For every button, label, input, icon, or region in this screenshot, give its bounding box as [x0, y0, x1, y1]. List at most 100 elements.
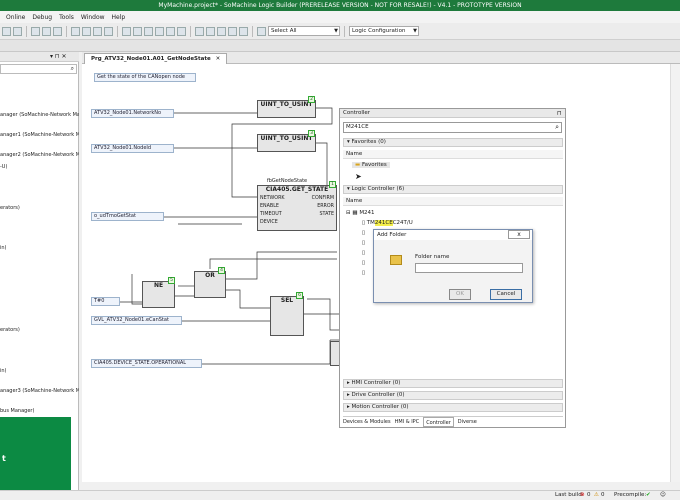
tree-item[interactable]: erators)	[0, 205, 20, 211]
section-drive-controller[interactable]: ▸ Drive Controller (0)	[343, 391, 563, 400]
tab-controller[interactable]: Controller	[423, 417, 454, 427]
or-block[interactable]: OR	[194, 271, 226, 298]
toolbar-icon[interactable]	[217, 26, 226, 36]
folder-name-input[interactable]	[415, 263, 523, 273]
user-icon[interactable]: ☺	[660, 492, 666, 498]
toolbar-icon[interactable]	[257, 26, 266, 36]
tab-diverse[interactable]: Diverse	[457, 419, 477, 425]
collapse-icon[interactable]: ⊟	[346, 210, 351, 216]
column-header-name[interactable]: Name	[343, 197, 563, 206]
toolbar-icon[interactable]	[195, 26, 204, 36]
search-value: M241CE	[346, 124, 369, 130]
controller-icon[interactable]: ▯	[362, 250, 366, 256]
toolbar-icon[interactable]	[82, 26, 91, 36]
toolbar-icon[interactable]	[93, 26, 102, 36]
input-timeout[interactable]: o_udTmoGetStat	[91, 212, 164, 221]
section-motion-controller[interactable]: ▸ Motion Controller (0)	[343, 403, 563, 412]
tree-item[interactable]: -U)	[0, 164, 8, 170]
toolbar-icon[interactable]	[31, 26, 40, 36]
uint-to-usint-block-2[interactable]: UINT_TO_USINT	[257, 134, 316, 152]
input-time-const[interactable]: T#0	[91, 297, 120, 306]
section-logic-controller[interactable]: ▾ Logic Controller (6)	[343, 185, 563, 194]
input-cia-state[interactable]: CIA405.DEVICE_STATE.OPERATIONAL	[91, 359, 202, 368]
toolbar-icon[interactable]	[42, 26, 51, 36]
comment-box[interactable]: Get the state of the CANopen node	[94, 73, 196, 82]
toolbar-icon[interactable]	[144, 26, 153, 36]
controller-icon[interactable]: ▯	[362, 260, 366, 266]
search-icon[interactable]: ⌕	[70, 65, 74, 72]
wire	[202, 340, 331, 365]
menu-debug[interactable]: Debug	[32, 13, 53, 21]
controller-icon[interactable]: ▯	[362, 240, 366, 246]
block-title: UINT_TO_USINT	[260, 101, 313, 108]
section-favorites[interactable]: ▾ Favorites (0)	[343, 138, 563, 147]
input-gvl-state[interactable]: GVL_ATV32_Node01.eCanStat	[91, 316, 182, 325]
tab-hmi-ipc[interactable]: HMI & IPC	[394, 419, 420, 425]
tab-program[interactable]: Prg_ATV32_Node01.A01_GetNodeState ✕	[84, 53, 228, 64]
toolbar-icon[interactable]	[2, 26, 11, 36]
cancel-button[interactable]: Cancel	[490, 289, 522, 300]
tree-item[interactable]: in)	[0, 245, 7, 251]
favorites-folder[interactable]: ▬ Favorites	[352, 162, 390, 168]
tree-item[interactable]: erators)	[0, 327, 20, 333]
tree-item[interactable]: anager3 (SoMachine-Network Manag	[0, 388, 79, 394]
menu-tools[interactable]: Tools	[59, 13, 74, 21]
column-header-name[interactable]: Name	[343, 150, 563, 159]
section-label: HMI Controller (0)	[351, 380, 401, 386]
controller-icon[interactable]: ▯	[362, 270, 366, 276]
wire	[209, 258, 337, 269]
precompile-ok-icon: ✔	[646, 492, 651, 498]
tab-devices-modules[interactable]: Devices & Modules	[343, 419, 391, 425]
pin-icon[interactable]: ▾ ⊓ ✕	[50, 53, 67, 60]
toolbar-icon[interactable]	[122, 26, 131, 36]
window-title: MyMachine.project* - SoMachine Logic Bui…	[0, 0, 680, 11]
pin-confirm: CONFIRM	[311, 196, 334, 201]
get-state-block[interactable]: CIA405.GET_STATE NETWORK ENABLE TIMEOUT …	[257, 185, 337, 231]
pin-timeout: TIMEOUT	[260, 212, 282, 217]
wire	[231, 107, 333, 198]
input-network-no[interactable]: ATV32_Node01.NetworkNo	[91, 109, 174, 118]
toolbar-icon[interactable]	[71, 26, 80, 36]
config-select[interactable]: Logic Configuration▼	[349, 26, 419, 36]
dialog-close-button[interactable]: x	[508, 230, 530, 239]
tree-item[interactable]: bus Manager)	[0, 408, 35, 414]
device-select[interactable]: Select All▼	[268, 26, 340, 36]
menu-window[interactable]: Window	[80, 13, 105, 21]
uint-to-usint-block-1[interactable]: UINT_TO_USINT	[257, 100, 316, 118]
toolbar-icon[interactable]	[104, 26, 113, 36]
toolbar-icon[interactable]	[166, 26, 175, 36]
toolbar-icon[interactable]	[53, 26, 62, 36]
tree-item[interactable]: anager1 (SoMachine-Network Manag	[0, 132, 79, 138]
toolbar-icon[interactable]	[13, 26, 22, 36]
section-hmi-controller[interactable]: ▸ HMI Controller (0)	[343, 379, 563, 388]
toolbar-separator	[344, 25, 345, 37]
ne-block[interactable]: NE	[142, 281, 175, 308]
sel-block[interactable]: SEL	[270, 296, 304, 336]
controller-icon[interactable]: ▯	[362, 230, 366, 236]
toolbar-icon[interactable]	[155, 26, 164, 36]
item-suffix: C24T/U	[392, 220, 413, 226]
toolbar-icon[interactable]	[206, 26, 215, 36]
controller-search-input[interactable]: M241CE ⌕	[343, 122, 562, 133]
tree-item[interactable]: in)	[0, 368, 7, 374]
controller-item[interactable]: ▯ TM241CEC24T/U	[362, 220, 413, 226]
input-node-id[interactable]: ATV32_Node01.NodeId	[91, 144, 174, 153]
tree-item[interactable]: anager (SoMachine-Network Manag	[0, 112, 79, 118]
toolbar-icon[interactable]	[133, 26, 142, 36]
tree-search-input[interactable]: ⌕	[0, 64, 77, 74]
editor-scrollbar[interactable]	[670, 64, 680, 482]
toolbar-icon[interactable]	[228, 26, 237, 36]
tree-root[interactable]: ⊟ ▦ M241	[346, 210, 375, 216]
close-icon[interactable]: ✕	[215, 56, 221, 62]
menu-help[interactable]: Help	[111, 13, 126, 21]
toolbar-icon[interactable]	[177, 26, 186, 36]
search-icon[interactable]: ⌕	[555, 123, 559, 131]
tree-item[interactable]: anager2 (SoMachine-Network Manag	[0, 152, 79, 158]
menu-online[interactable]: Online	[6, 13, 26, 21]
pin-icon[interactable]: ⊓	[557, 110, 562, 117]
ok-button[interactable]: OK	[449, 289, 471, 300]
toolbar-separator	[26, 25, 27, 37]
controller-icon: ▯	[362, 220, 366, 226]
toolbar-icon[interactable]	[239, 26, 248, 36]
device-select-value: Select All	[271, 28, 297, 34]
